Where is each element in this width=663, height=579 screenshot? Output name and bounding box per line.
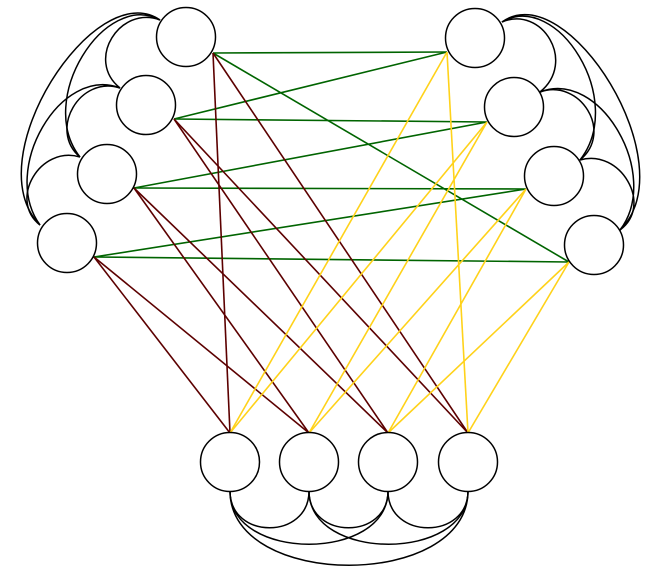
edge-right-4-bottom-3 (387, 261, 570, 434)
edge-left-2-bottom-3 (173, 118, 389, 434)
node-left-4 (36, 212, 98, 274)
edge-right-2-bottom-1 (229, 121, 488, 434)
arc-bottom-1-4 (229, 490, 469, 566)
edge-left-4-bottom-1 (93, 256, 231, 434)
arc-left-1-3 (64, 14, 161, 158)
arc-left-3-4 (26, 154, 81, 226)
node-right-1 (444, 7, 506, 69)
edge-left-1-bottom-1 (212, 52, 231, 434)
node-left-1 (155, 6, 217, 68)
arc-right-2-4 (539, 87, 635, 231)
node-left-2 (115, 74, 177, 136)
edge-right-1-bottom-1 (229, 51, 448, 434)
arc-bottom-3-4 (387, 490, 469, 529)
edge-left-4-bottom-2 (93, 256, 310, 434)
edge-left-4-right-4 (93, 256, 570, 263)
edge-left-2-right-2 (173, 118, 488, 123)
node-right-4 (563, 214, 625, 276)
node-bottom-1 (199, 431, 261, 493)
edge-left-1-right-4 (212, 52, 570, 263)
arc-right-2-3 (539, 89, 595, 161)
edge-right-4-bottom-4 (467, 261, 570, 434)
edge-right-3-bottom-3 (387, 188, 527, 434)
node-right-2 (483, 76, 545, 138)
arc-bottom-2-3 (308, 490, 389, 529)
arc-bottom-2-4 (308, 490, 469, 545)
edge-left-4-right-3 (93, 188, 527, 258)
node-right-3 (523, 145, 585, 207)
node-left-3 (76, 143, 138, 205)
arc-right-1-4 (501, 13, 641, 231)
arc-right-1-2 (501, 18, 557, 93)
arc-right-3-4 (579, 157, 635, 231)
arc-left-2-3 (66, 85, 121, 158)
intra-group-arcs (20, 12, 641, 566)
arc-bottom-1-2 (229, 490, 310, 529)
node-bottom-3 (357, 431, 419, 493)
edges (93, 51, 570, 434)
edge-right-3-bottom-2 (308, 188, 527, 434)
edge-right-2-bottom-2 (308, 121, 488, 434)
edge-left-3-right-2 (133, 121, 488, 189)
arc-left-1-4 (20, 12, 161, 226)
node-bottom-4 (437, 431, 499, 493)
arc-left-2-4 (26, 84, 121, 226)
edge-left-2-bottom-4 (173, 118, 469, 434)
edge-left-2-right-1 (173, 51, 448, 120)
edge-left-1-right-1 (212, 51, 448, 54)
arc-left-1-2 (104, 16, 161, 89)
nodes (36, 6, 625, 493)
arc-right-1-3 (501, 15, 597, 161)
edge-left-1-bottom-4 (212, 52, 469, 434)
edge-left-3-right-3 (133, 187, 527, 190)
node-bottom-2 (278, 431, 340, 493)
edge-left-3-bottom-2 (133, 187, 310, 434)
edge-right-1-bottom-4 (446, 51, 469, 434)
